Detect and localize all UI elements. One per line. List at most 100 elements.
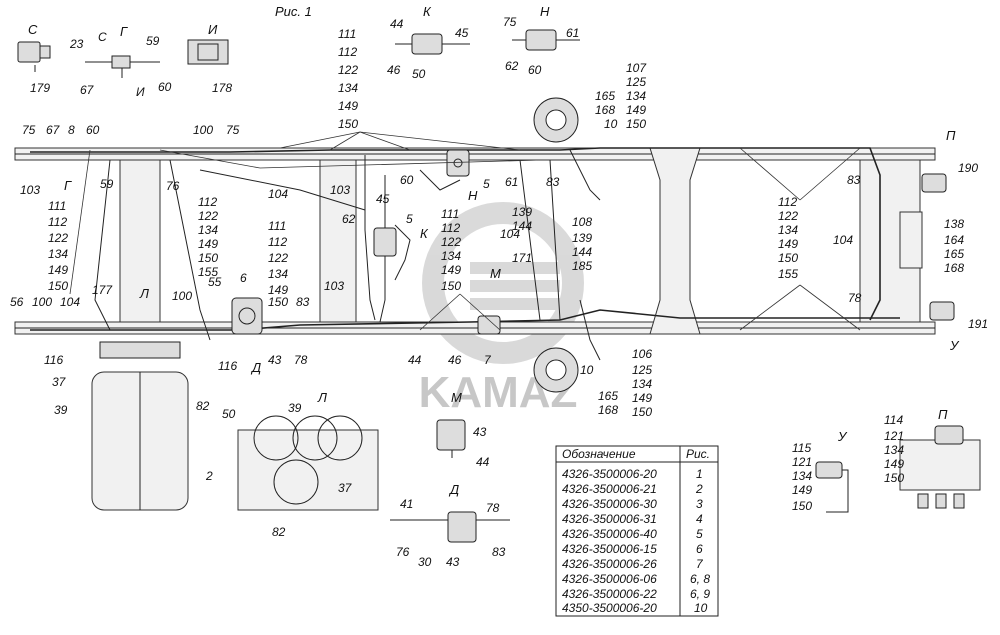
label: 155 — [778, 267, 798, 281]
label: 46 — [387, 63, 401, 77]
label: 75 — [503, 15, 517, 29]
arrow-letter-k: К — [420, 226, 429, 241]
col-108: 108 139 144 185 — [572, 215, 592, 273]
label: 165 — [595, 89, 615, 103]
view-g — [85, 55, 160, 78]
label: 39 — [54, 403, 68, 417]
label: 8 — [68, 123, 75, 137]
label: 30 — [418, 555, 432, 569]
label: 10 — [580, 363, 594, 377]
label: 144 — [572, 245, 592, 259]
label: 67 — [80, 83, 95, 97]
table-cell: 1 — [696, 467, 703, 481]
label: 61 — [505, 175, 518, 189]
table-cell: 4326-3500006-40 — [562, 527, 657, 541]
label: 149 — [626, 103, 646, 117]
part-labels: 179 23 59 67 60 И С 178 44 45 46 50 75 6… — [10, 15, 988, 569]
label: 150 — [268, 295, 288, 309]
label: 104 — [500, 227, 520, 241]
table-cell: 4326-3500006-21 — [562, 482, 657, 496]
table-cell: 4326-3500006-20 — [562, 467, 657, 481]
label: 150 — [626, 117, 646, 131]
view-letters: С Г И К Н Л М Д У П Г Н К М Л Д П У — [28, 4, 960, 497]
component-valve-5b — [373, 227, 397, 257]
label: 150 — [632, 405, 652, 419]
label: 103 — [20, 183, 40, 197]
label: 76 — [396, 545, 410, 559]
label: 185 — [572, 259, 592, 273]
component-valve-5 — [446, 149, 470, 177]
label: 45 — [455, 26, 469, 40]
label: 149 — [792, 483, 812, 497]
label: 138 — [944, 217, 964, 231]
table-cell: 4326-3500006-30 — [562, 497, 657, 511]
label: 134 — [626, 89, 646, 103]
label: 190 — [958, 161, 978, 175]
label: 41 — [400, 497, 413, 511]
label: 23 — [69, 37, 84, 51]
label: 60 — [158, 80, 172, 94]
label: 168 — [944, 261, 964, 275]
label: 107 — [626, 61, 647, 75]
label: 83 — [546, 175, 560, 189]
label: 134 — [198, 223, 218, 237]
label: 150 — [198, 251, 218, 265]
label: 108 — [572, 215, 592, 229]
label: 149 — [884, 457, 904, 471]
coupling-head-190 — [921, 173, 947, 193]
table-cell: 4326-3500006-26 — [562, 557, 657, 571]
label: 78 — [848, 291, 862, 305]
col-left: 111 112 122 134 149 150 — [48, 199, 68, 293]
label: 122 — [338, 63, 358, 77]
label: 179 — [30, 81, 50, 95]
view-letter-g: Г — [120, 24, 128, 39]
label: 67 — [46, 123, 61, 137]
component-valve-7 — [477, 315, 501, 335]
label: 112 — [441, 221, 460, 235]
table-cell: 2 — [695, 482, 703, 496]
table-cell: 5 — [696, 527, 703, 541]
label: 150 — [884, 471, 904, 485]
view-letter-n: Н — [540, 4, 550, 19]
table-cell: 10 — [694, 601, 708, 615]
component-regulator-6 — [231, 297, 263, 335]
label: 76 — [166, 179, 180, 193]
view-letter-p: П — [938, 407, 948, 422]
label: 60 — [528, 63, 542, 77]
label: 149 — [441, 263, 461, 277]
view-u — [815, 461, 849, 513]
arrow-letter-d: Д — [250, 360, 261, 375]
brake-chamber-bottom — [533, 347, 579, 393]
label: 2 — [205, 469, 213, 483]
label: 177 — [92, 283, 113, 297]
table-cell: 4 — [696, 512, 703, 526]
view-i — [187, 39, 229, 65]
view-n — [512, 29, 580, 51]
label: 83 — [296, 295, 310, 309]
label: 112 — [338, 45, 357, 59]
label: 134 — [792, 469, 812, 483]
brake-chamber-top — [533, 97, 579, 143]
label: 134 — [778, 223, 798, 237]
table-cell: 4326-3500006-06 — [562, 572, 657, 586]
label: 7 — [484, 353, 492, 367]
label: 178 — [212, 81, 232, 95]
label: 165 — [598, 389, 618, 403]
label: 150 — [338, 117, 358, 131]
view-m — [436, 419, 466, 458]
label: 149 — [48, 263, 68, 277]
label: 60 — [400, 173, 414, 187]
label: 44 — [476, 455, 490, 469]
label: 104 — [833, 233, 853, 247]
label: 112 — [778, 195, 797, 209]
view-p — [899, 425, 981, 509]
label: 139 — [572, 231, 592, 245]
label: 103 — [330, 183, 350, 197]
table-cell: 4326-3500006-22 — [562, 587, 657, 601]
label: 60 — [86, 123, 100, 137]
view-letter-m: М — [451, 390, 462, 405]
label: 45 — [376, 192, 390, 206]
label: 122 — [778, 209, 798, 223]
